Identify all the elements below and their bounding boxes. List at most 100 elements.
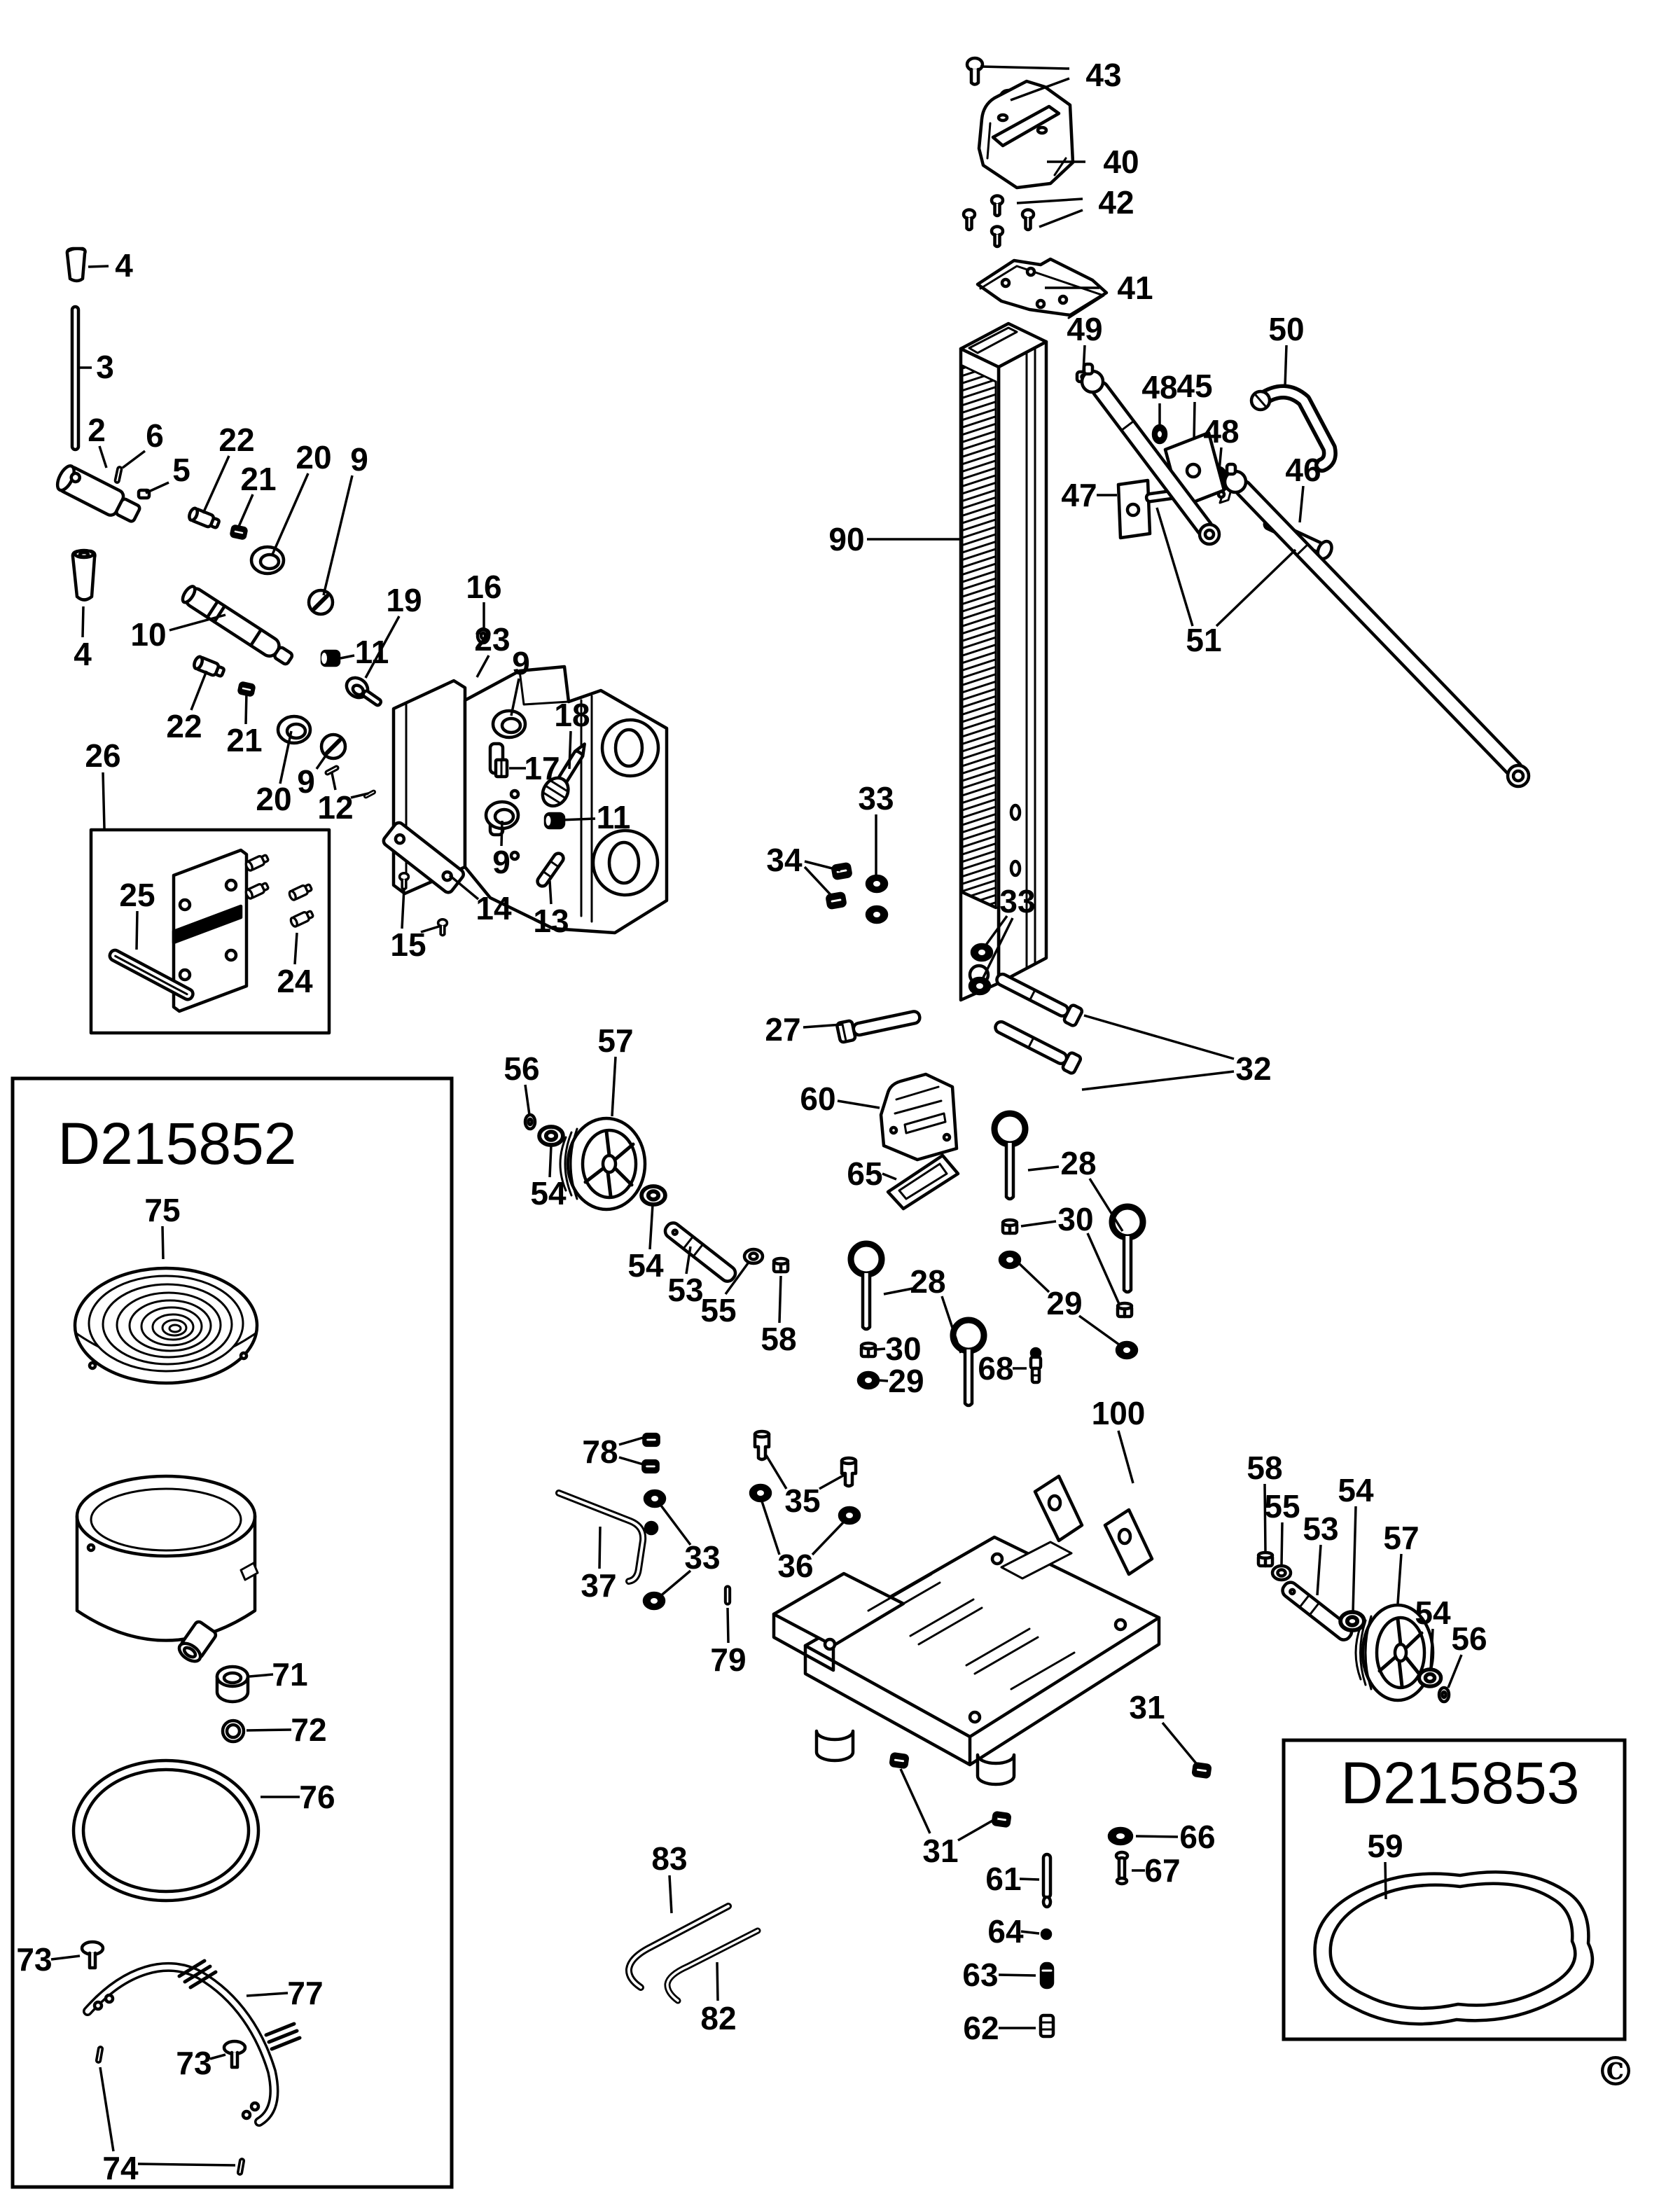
leader-line-73 [50,1954,81,1961]
part-label-20: 20 [296,439,331,475]
leader-line-60 [837,1099,880,1109]
leader-line-33 [660,1504,692,1546]
part-label-12: 12 [317,789,353,826]
leader-line-19 [364,616,401,679]
leader-line-23 [475,655,490,678]
leader-line-56 [1447,1654,1463,1688]
part-100-base [772,1474,1161,1786]
part-label-56: 56 [1451,1620,1487,1657]
leader-line-26 [102,772,106,829]
part-label-30: 30 [1057,1201,1093,1237]
part-label-71: 71 [272,1656,307,1693]
leader-line-27 [803,1023,842,1029]
part-label-34: 34 [766,842,803,878]
part-71-bushing [215,1665,250,1704]
leader-line-53 [685,1246,692,1275]
leader-line-30 [1020,1220,1057,1228]
leader-line-11 [340,654,355,660]
part-label-36: 36 [777,1548,813,1584]
leader-line-78 [618,1436,644,1446]
leader-line-9 [510,678,520,716]
part-74-pin [95,2045,104,2064]
part-label-55: 55 [700,1292,736,1328]
part-55-washer [744,1249,763,1263]
part-24-screw [243,880,271,901]
leader-line-56 [524,1084,531,1116]
leader-line-15 [401,887,405,929]
part-label-35: 35 [784,1483,820,1519]
part-74-pin [236,2157,246,2176]
leader-line-18 [568,730,572,770]
part-label-43: 43 [1085,57,1121,93]
part-65-gasket [886,1153,960,1211]
part-label-2: 2 [88,412,106,448]
leader-line-74 [137,2162,236,2167]
part-72-o-ring [221,1719,246,1744]
part-label-21: 21 [240,461,276,497]
part-16-ring [475,627,491,645]
leader-line-57 [611,1056,617,1117]
part-label-50: 50 [1268,311,1304,347]
part-label-77: 77 [287,1975,323,2011]
leader-line-59 [1384,1861,1387,1900]
part-17-key [494,758,509,779]
part-36-washer [751,1485,770,1501]
leader-line-24 [293,932,298,965]
part-75-spiral-disc [73,1266,259,1385]
part-label-41: 41 [1117,270,1153,306]
part-42-screw [992,196,1003,216]
leader-line-49 [1082,345,1086,373]
part-label-14: 14 [475,890,512,926]
part-42-screw [1022,210,1034,230]
part-32-bolt [994,1020,1083,1075]
part-label-48: 48 [1141,369,1177,405]
part-label-29: 29 [1046,1285,1082,1321]
leader-line-9 [500,820,504,847]
leader-line-65 [882,1172,897,1181]
part-61-pin [1041,1852,1053,1909]
part-label-76: 76 [299,1779,335,1815]
part-label-58: 58 [761,1321,796,1357]
leader-line-100 [1117,1430,1134,1484]
part-30-nut [1003,1220,1017,1233]
part-13-pin [536,852,565,888]
leader-line-32 [1083,1014,1235,1060]
part-77-guard-bracket [83,1959,302,2127]
leader-line-35 [819,1473,845,1490]
leader-line-20 [279,730,293,784]
part-37-rod [555,1490,659,1585]
part-label-54: 54 [530,1175,567,1211]
part-label-61: 61 [985,1861,1021,1897]
part-label-83: 83 [651,1840,687,1877]
part-label-72: 72 [291,1711,326,1748]
part-label-73: 73 [176,2045,211,2081]
part-label-31: 31 [1129,1689,1165,1726]
leader-line-45 [1193,401,1196,440]
part-18-knob-screw [541,742,586,808]
part-label-58: 58 [1247,1450,1282,1486]
part-label-53: 53 [1303,1511,1338,1547]
part-3-rod [70,305,81,452]
part-label-17: 17 [524,750,560,786]
part-label-11: 11 [355,634,389,670]
part-label-46: 46 [1285,452,1321,488]
part-label-53: 53 [667,1272,703,1308]
leader-line-21 [244,691,248,725]
part-33-washer [972,945,992,960]
leader-line-5 [145,481,169,494]
part-64-ball [1040,1928,1053,1940]
part-22-bolt [193,655,225,679]
part-label-32: 32 [1235,1050,1271,1087]
part-label-29: 29 [888,1363,924,1399]
leader-line-6 [121,450,146,469]
part-58-nut [774,1258,788,1272]
part-10-shaft [181,585,294,666]
part-63-spring-plug [1039,1961,1055,1990]
part-label-9: 9 [297,763,315,800]
part-82-hex-key [664,1927,761,2004]
part-73-thumbscrew [224,2041,245,2067]
part-label-60: 60 [800,1081,835,1117]
part-51-support-rod [1223,462,1531,789]
part-label-23: 23 [474,621,510,658]
leader-line-54 [1352,1506,1357,1613]
